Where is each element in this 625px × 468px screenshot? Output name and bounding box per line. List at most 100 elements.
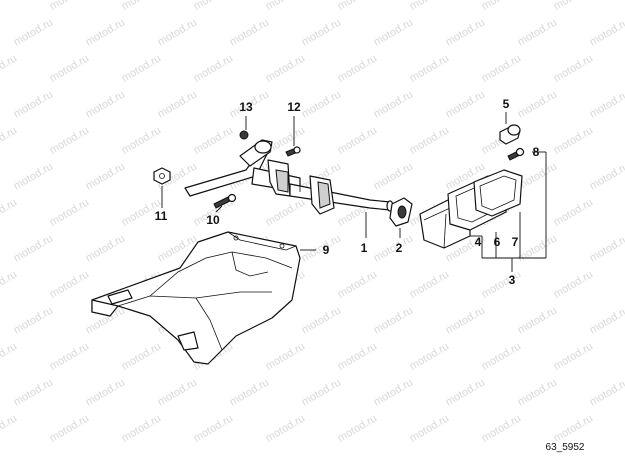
watermark-text: motod.ru <box>552 196 596 228</box>
watermark-text: motod.ru <box>0 52 19 84</box>
watermark-text: motod.ru <box>192 52 236 84</box>
watermark-text: motod.ru <box>588 376 625 408</box>
watermark-text: motod.ru <box>120 340 164 372</box>
watermark-text: motod.ru <box>84 16 128 48</box>
watermark-text: motod.ru <box>12 232 56 264</box>
frame-arm-part-1 <box>184 139 394 215</box>
watermark-text: motod.ru <box>156 16 200 48</box>
watermark-text: motod.ru <box>372 376 416 408</box>
callout-8: 8 <box>533 145 540 159</box>
watermark-text: motod.ru <box>48 412 92 444</box>
watermark-text: motod.ru <box>228 16 272 48</box>
watermark-text: motod.ru <box>264 52 308 84</box>
watermark-text: motod.ru <box>48 196 92 228</box>
watermark-text: motod.ru <box>516 88 560 120</box>
watermark-text: motod.ru <box>408 52 452 84</box>
watermark-text: motod.ru <box>372 88 416 120</box>
watermark-text: motod.ru <box>120 0 164 13</box>
bulb-part-5 <box>499 124 521 145</box>
watermark-text: motod.ru <box>588 88 625 120</box>
callout-12: 12 <box>287 100 301 114</box>
watermark-text: motod.ru <box>408 412 452 444</box>
watermark-text: motod.ru <box>408 0 452 13</box>
watermark-text: motod.ru <box>552 340 596 372</box>
watermark-text: motod.ru <box>372 232 416 264</box>
watermark-text: motod.ru <box>0 268 19 300</box>
bolt-part-12 <box>285 146 301 157</box>
watermark-text: motod.ru <box>480 52 524 84</box>
watermark-text: motod.ru <box>48 268 92 300</box>
watermark-text: motod.ru <box>516 16 560 48</box>
watermark-text: motod.ru <box>336 340 380 372</box>
watermark-text: motod.ru <box>84 88 128 120</box>
watermark-text: motod.ru <box>120 52 164 84</box>
watermark-text: motod.ru <box>552 124 596 156</box>
nut-part-13 <box>239 130 249 140</box>
watermark-text: motod.ru <box>300 304 344 336</box>
watermark-text: motod.ru <box>156 88 200 120</box>
watermark-text: motod.ru <box>192 0 236 13</box>
callouts: 1 2 3 4 5 6 7 8 9 10 11 12 13 <box>155 97 540 287</box>
watermark-text: motod.ru <box>408 340 452 372</box>
callout-4: 4 <box>475 235 482 249</box>
watermark-text: motod.ru <box>264 196 308 228</box>
watermark-text: motod.ru <box>120 412 164 444</box>
callout-9: 9 <box>323 243 330 257</box>
watermark-text: motod.ru <box>480 0 524 13</box>
watermark-text: motod.ru <box>372 16 416 48</box>
watermark-text: motod.ru <box>0 124 19 156</box>
watermark-text: motod.ru <box>588 160 625 192</box>
watermark-text: motod.ru <box>300 376 344 408</box>
screw-part-10 <box>213 193 237 209</box>
fender-tray-part-9 <box>91 231 301 365</box>
watermark-text: motod.ru <box>12 304 56 336</box>
watermark-text: motod.ru <box>192 124 236 156</box>
callout-3: 3 <box>509 273 516 287</box>
watermark-text: motod.ru <box>84 160 128 192</box>
watermark-text: motod.ru <box>84 376 128 408</box>
watermark-text: motod.ru <box>12 16 56 48</box>
watermark-text: motod.ru <box>444 376 488 408</box>
watermark-text: motod.ru <box>444 88 488 120</box>
watermark-text: motod.ru <box>480 412 524 444</box>
watermark-text: motod.ru <box>48 340 92 372</box>
hex-nut-part-11 <box>153 167 171 185</box>
watermark-text: motod.ru <box>516 232 560 264</box>
lens-part-7 <box>473 169 523 217</box>
watermark-text: motod.ru <box>444 304 488 336</box>
watermark-text: motod.ru <box>588 16 625 48</box>
watermark-text: motod.ru <box>372 304 416 336</box>
watermark-text: motod.ru <box>156 376 200 408</box>
watermark-text: motod.ru <box>336 412 380 444</box>
drawing-code: 63_5952 <box>546 442 585 453</box>
watermark-text: motod.ru <box>0 196 19 228</box>
watermark-text: motod.ru <box>408 124 452 156</box>
callout-5: 5 <box>503 97 510 111</box>
watermark-text: motod.ru <box>516 304 560 336</box>
watermark-text: motod.ru <box>300 232 344 264</box>
watermark-text: motod.ru <box>336 0 380 13</box>
watermark-text: motod.ru <box>264 0 308 13</box>
watermark-text: motod.ru <box>588 232 625 264</box>
watermark-text: motod.ru <box>48 0 92 13</box>
watermark-text: motod.ru <box>228 376 272 408</box>
leader-lines <box>161 112 547 272</box>
watermark-text: motod.ru <box>12 88 56 120</box>
watermark-text: motod.ru <box>336 52 380 84</box>
watermark-text: motod.ru <box>0 412 19 444</box>
watermark-text: motod.ru <box>552 268 596 300</box>
watermark-text: motod.ru <box>372 160 416 192</box>
watermark-text: motod.ru <box>408 268 452 300</box>
callout-6: 6 <box>494 235 501 249</box>
screw-part-8 <box>507 147 525 161</box>
watermark-text: motod.ru <box>552 412 596 444</box>
watermark-text: motod.ru <box>516 376 560 408</box>
watermark-text: motod.ru <box>552 52 596 84</box>
watermark-text: motod.ru <box>84 232 128 264</box>
watermark-text: motod.ru <box>588 304 625 336</box>
watermark-text: motod.ru <box>480 340 524 372</box>
callout-11: 11 <box>155 209 168 223</box>
watermark-text: motod.ru <box>0 0 19 13</box>
